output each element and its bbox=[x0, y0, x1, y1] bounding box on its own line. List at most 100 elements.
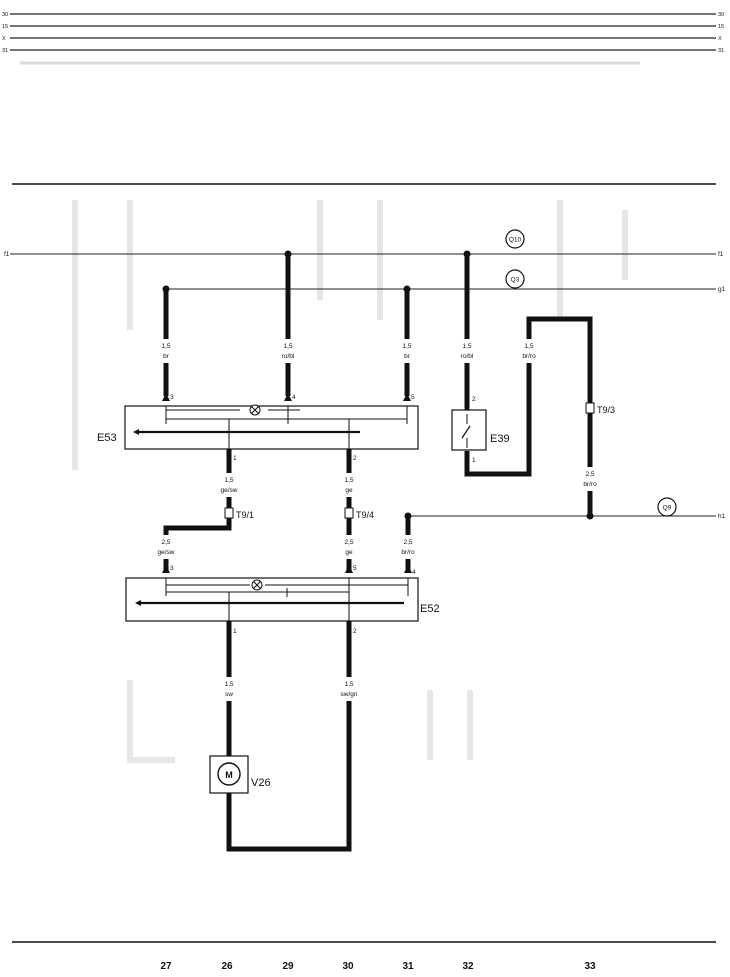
svg-text:T9/4: T9/4 bbox=[356, 510, 374, 520]
svg-text:ge/sw: ge/sw bbox=[158, 549, 175, 556]
label-v26: V26 bbox=[251, 777, 271, 789]
pin-e52-2: 2 bbox=[353, 628, 357, 635]
svg-text:1,5: 1,5 bbox=[224, 681, 233, 688]
rail-g1-right: g1 bbox=[718, 286, 726, 293]
svg-text:Q10: Q10 bbox=[509, 237, 522, 244]
track-27: 27 bbox=[160, 961, 172, 972]
track-numbers: 27 26 29 30 31 32 33 bbox=[160, 961, 596, 972]
ref-q10: Q10 bbox=[505, 229, 525, 249]
pin-e39-1: 1 bbox=[472, 457, 476, 464]
top-rails bbox=[10, 13, 716, 51]
svg-text:ge: ge bbox=[345, 487, 353, 494]
rail-f1-right: f1 bbox=[718, 251, 724, 258]
svg-text:br/ro: br/ro bbox=[401, 549, 415, 556]
pin-e53-4: 4 bbox=[292, 394, 296, 401]
wire-v26-ground bbox=[226, 621, 352, 852]
rail-31-right: 31 bbox=[718, 48, 724, 54]
switch-e39: E39 2 1 bbox=[451, 396, 510, 464]
wire-label: 1,5 ge bbox=[339, 473, 359, 497]
track-32: 32 bbox=[462, 961, 474, 972]
svg-text:T9/1: T9/1 bbox=[236, 510, 254, 520]
pin-e52-5: 5 bbox=[353, 565, 357, 572]
track-31: 31 bbox=[402, 961, 414, 972]
svg-text:ge: ge bbox=[345, 549, 353, 556]
wire-label: 1,5 br bbox=[397, 339, 417, 363]
svg-text:T9/3: T9/3 bbox=[597, 405, 615, 415]
pin-e53-3: 3 bbox=[170, 394, 174, 401]
svg-text:sw: sw bbox=[225, 691, 233, 698]
wire-labels: 1,5 br 1,5 ro/bl 1,5 br 1,5 ro/bl 1,5 br… bbox=[152, 339, 604, 701]
wire-label: 2,5 ge/sw bbox=[152, 535, 180, 559]
svg-text:1,5: 1,5 bbox=[402, 343, 411, 350]
svg-text:br/ro: br/ro bbox=[583, 481, 597, 488]
label-e53: E53 bbox=[97, 432, 117, 444]
svg-text:2,5: 2,5 bbox=[403, 539, 412, 546]
svg-text:1,5: 1,5 bbox=[344, 681, 353, 688]
wire-e39-out bbox=[464, 316, 593, 516]
ghost-artifacts bbox=[72, 200, 628, 763]
svg-text:br: br bbox=[404, 353, 411, 360]
label-e39: E39 bbox=[490, 433, 510, 445]
wire-label: 1,5 ro/bl bbox=[276, 339, 300, 363]
svg-text:Q3: Q3 bbox=[511, 277, 520, 284]
wire-label: 1,5 sw/gn bbox=[333, 677, 365, 701]
svg-text:1,5: 1,5 bbox=[524, 343, 533, 350]
rail-31-left: 31 bbox=[2, 48, 8, 54]
svg-text:1,5: 1,5 bbox=[161, 343, 170, 350]
pin-arrows bbox=[162, 393, 471, 573]
track-29: 29 bbox=[282, 961, 294, 972]
svg-text:M: M bbox=[225, 770, 233, 780]
pin-e53-1: 1 bbox=[233, 455, 237, 462]
track-26: 26 bbox=[221, 961, 233, 972]
rail-x-right: X bbox=[718, 36, 722, 42]
pin-e52-3: 3 bbox=[170, 565, 174, 572]
rail-f1-left: f1 bbox=[4, 251, 10, 258]
svg-text:1,5: 1,5 bbox=[283, 343, 292, 350]
junction-dots bbox=[162, 250, 594, 520]
pin-e52-1: 1 bbox=[233, 628, 237, 635]
svg-text:1,5: 1,5 bbox=[462, 343, 471, 350]
svg-text:2,5: 2,5 bbox=[344, 539, 353, 546]
svg-text:2,5: 2,5 bbox=[161, 539, 170, 546]
pin-e53-5: 5 bbox=[411, 394, 415, 401]
wire-label: 1,5 br/ro bbox=[516, 339, 542, 363]
svg-text:2,5: 2,5 bbox=[585, 471, 594, 478]
svg-text:Q9: Q9 bbox=[663, 505, 672, 512]
rail-30-right: 30 bbox=[718, 12, 724, 18]
connector-t9-4: T9/4 bbox=[344, 507, 374, 520]
svg-text:ro/bl: ro/bl bbox=[461, 353, 474, 360]
switch-e52: E52 3 5 4 1 2 bbox=[125, 565, 440, 635]
rail-h1-right: h1 bbox=[718, 513, 726, 520]
ref-q3: Q3 bbox=[505, 269, 525, 289]
wire-label: 2,5 ge bbox=[339, 535, 359, 559]
wire-label: 1,5 sw bbox=[219, 677, 239, 701]
mid-rails bbox=[10, 253, 716, 517]
rail-15-left: 15 bbox=[2, 24, 8, 30]
pin-e39-2: 2 bbox=[472, 396, 476, 403]
svg-text:br: br bbox=[163, 353, 170, 360]
wire-label: 2,5 br/ro bbox=[394, 535, 422, 559]
wire-label: 1,5 ro/bl bbox=[455, 339, 479, 363]
track-30: 30 bbox=[342, 961, 354, 972]
motor-v26: M V26 bbox=[209, 755, 271, 794]
svg-text:1,5: 1,5 bbox=[344, 477, 353, 484]
wire-label: 1,5 br bbox=[156, 339, 176, 363]
svg-text:ro/bl: ro/bl bbox=[282, 353, 295, 360]
ref-q9: Q9 bbox=[657, 497, 677, 517]
wire-label: 2,5 br/ro bbox=[576, 467, 604, 491]
connector-t9-3: T9/3 bbox=[585, 402, 615, 415]
rail-30-left: 30 bbox=[2, 12, 8, 18]
rail-15-right: 15 bbox=[718, 24, 724, 30]
svg-text:br/ro: br/ro bbox=[522, 353, 536, 360]
svg-text:ge/sw: ge/sw bbox=[221, 487, 238, 494]
top-rail-labels: 30 15 X 31 30 15 X 31 bbox=[2, 12, 724, 54]
pin-e52-4: 4 bbox=[412, 569, 416, 576]
wire-label: 1,5 ge/sw bbox=[215, 473, 243, 497]
track-33: 33 bbox=[584, 961, 596, 972]
svg-text:sw/gn: sw/gn bbox=[341, 691, 358, 698]
pin-e53-2: 2 bbox=[353, 455, 357, 462]
label-e52: E52 bbox=[420, 603, 440, 615]
rail-x-left: X bbox=[2, 36, 6, 42]
connector-t9-1: T9/1 bbox=[224, 507, 254, 520]
